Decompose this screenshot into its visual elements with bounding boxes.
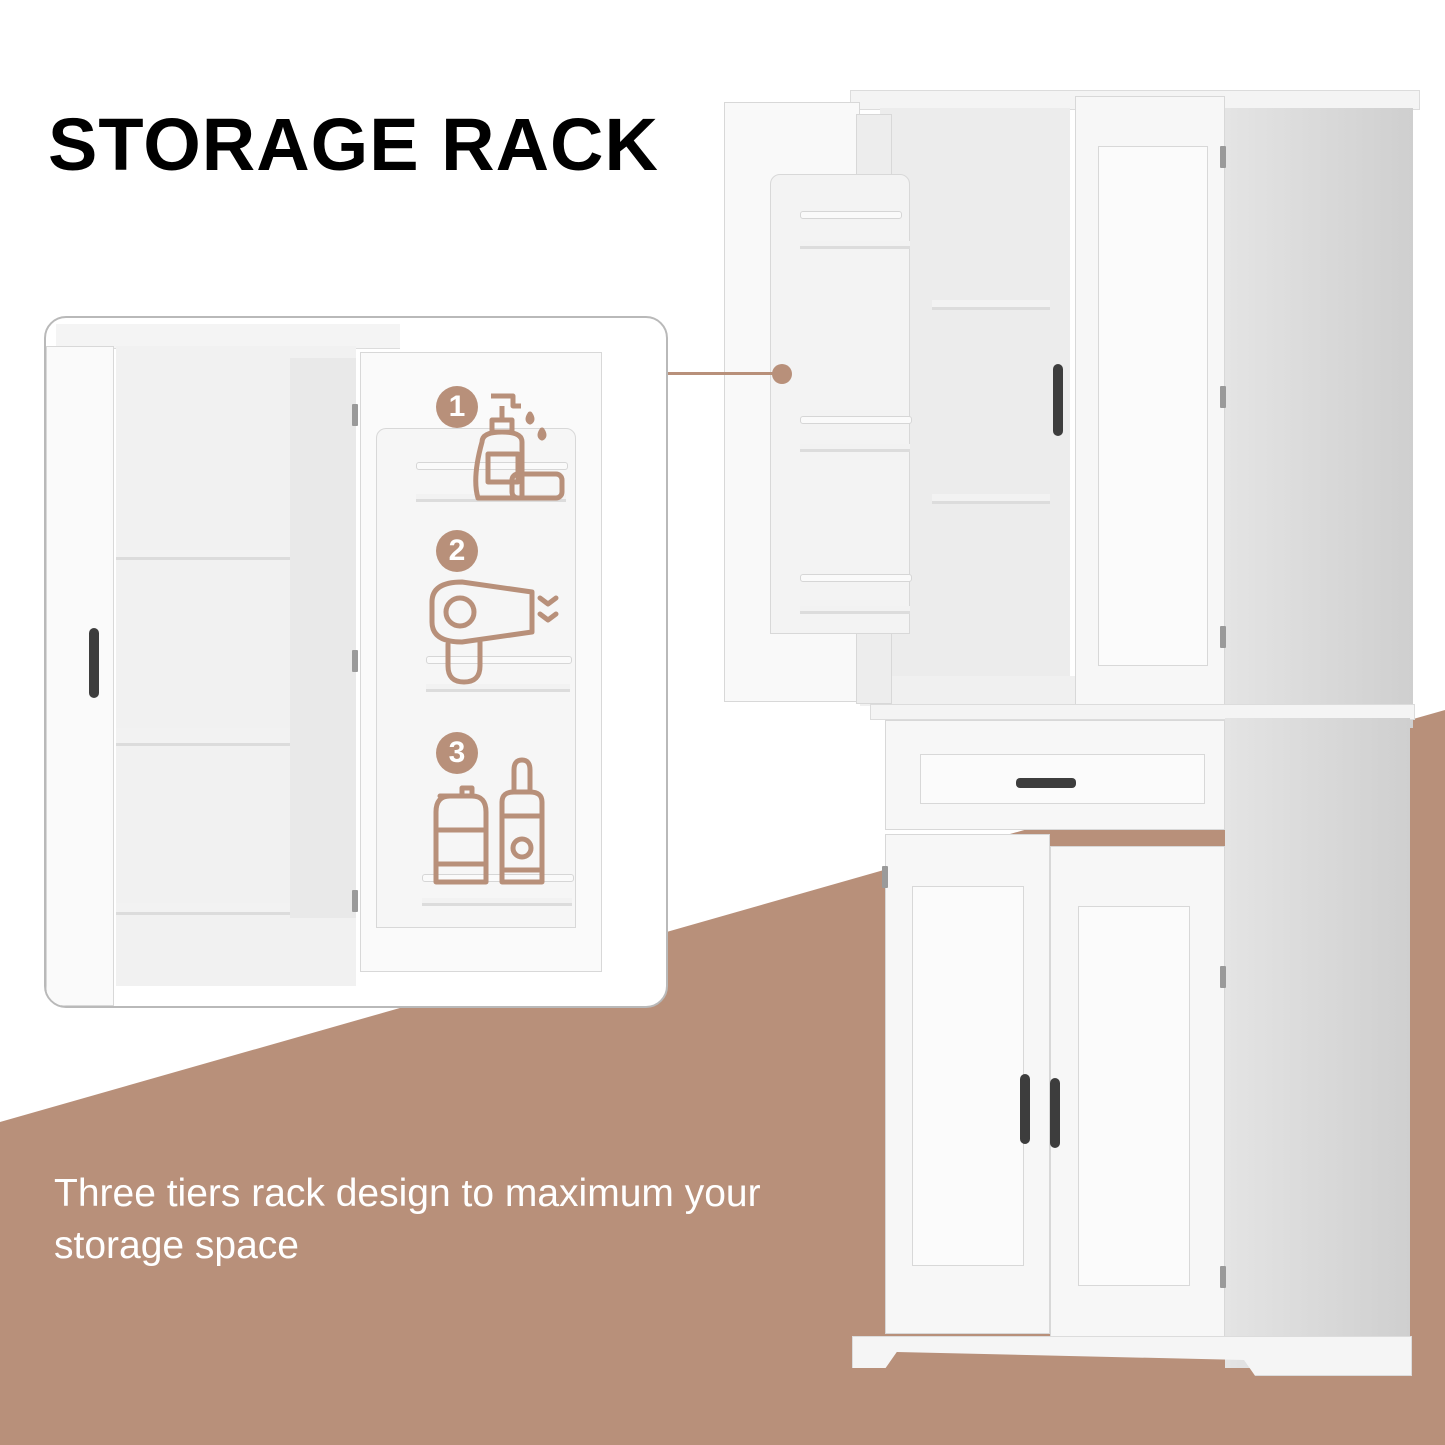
tier-number-badge: 3 bbox=[436, 732, 478, 774]
hinge-icon bbox=[1220, 1266, 1226, 1288]
rack-rod bbox=[426, 656, 572, 664]
rack-shelf bbox=[800, 444, 910, 452]
door-inset-panel bbox=[1098, 146, 1208, 666]
hinge-icon bbox=[352, 650, 358, 672]
tier-number-badge: 2 bbox=[436, 530, 478, 572]
hinge-icon bbox=[352, 890, 358, 912]
inset-cabinet-door-closed bbox=[46, 346, 114, 1006]
cabinet-side-upper bbox=[1225, 108, 1413, 728]
hinge-icon bbox=[1220, 146, 1226, 168]
door-inset-panel bbox=[1078, 906, 1190, 1286]
rack-detail-inset: 1 2 3 bbox=[44, 316, 668, 1008]
rack-rod bbox=[416, 462, 568, 470]
hinge-icon bbox=[882, 866, 888, 888]
soap-dispenser-and-soap-icon bbox=[473, 393, 565, 501]
rack-rod bbox=[422, 874, 574, 882]
lower-right-door-handle[interactable] bbox=[1050, 1078, 1060, 1148]
door-rack-frame bbox=[770, 174, 910, 634]
inset-shelf bbox=[116, 550, 344, 560]
callout-connector-line bbox=[664, 372, 780, 375]
upper-door-handle[interactable] bbox=[1053, 364, 1063, 436]
lower-left-door-handle[interactable] bbox=[1020, 1074, 1030, 1144]
rack-shelf bbox=[422, 898, 572, 906]
cabinet-bottom-opening bbox=[860, 676, 1075, 706]
inset-door-handle bbox=[89, 628, 99, 698]
inset-shelf bbox=[116, 728, 344, 746]
rack-rod bbox=[800, 574, 912, 582]
callout-connector-dot bbox=[772, 364, 792, 384]
tier-number-badge: 1 bbox=[436, 386, 478, 428]
cabinet-middle-ledge bbox=[870, 704, 1415, 720]
interior-shelf bbox=[932, 300, 1050, 310]
hinge-icon bbox=[1220, 626, 1226, 648]
rack-shelf bbox=[426, 684, 570, 692]
cabinet-main bbox=[720, 86, 1440, 1426]
rack-shelf bbox=[800, 241, 910, 249]
hair-dryer-icon bbox=[429, 579, 559, 685]
inset-cabinet-side bbox=[290, 358, 356, 918]
page-title: STORAGE RACK bbox=[48, 103, 659, 186]
lotion-bottles-icon bbox=[433, 757, 545, 885]
cabinet-base bbox=[852, 1336, 1412, 1376]
hinge-icon bbox=[352, 404, 358, 426]
hinge-icon bbox=[1220, 386, 1226, 408]
rack-shelf bbox=[800, 606, 910, 614]
cabinet-side-lower bbox=[1225, 718, 1410, 1368]
rack-rod bbox=[800, 211, 902, 219]
hinge-icon bbox=[1220, 966, 1226, 988]
door-inset-panel bbox=[912, 886, 1024, 1266]
drawer-handle[interactable] bbox=[1016, 778, 1076, 788]
inset-cabinet-top bbox=[56, 324, 400, 349]
inset-shelf bbox=[116, 903, 344, 915]
cabinet-interior bbox=[880, 108, 1070, 688]
interior-shelf bbox=[932, 494, 1050, 504]
rack-rod bbox=[800, 416, 912, 424]
feature-caption: Three tiers rack design to maximum your … bbox=[54, 1172, 761, 1267]
